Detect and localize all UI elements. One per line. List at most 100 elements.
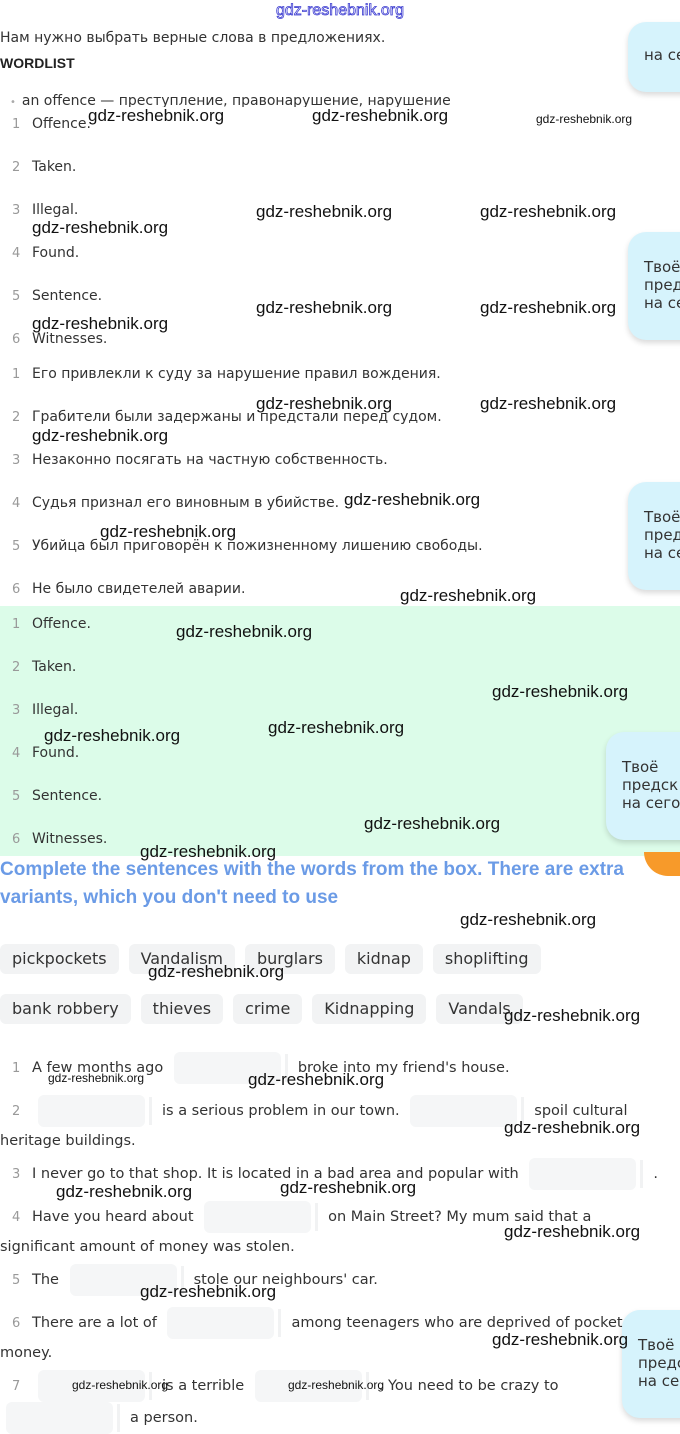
- watermark-text: gdz-reshebnik.org: [400, 586, 537, 605]
- item-text: Illegal.: [32, 202, 79, 218]
- wordlist-title: WORDLIST: [0, 55, 75, 71]
- promo-text: Твоё: [644, 508, 680, 526]
- promo-text: Твоё: [622, 758, 659, 776]
- blank-divider: [278, 1309, 282, 1337]
- promo-text: на сего: [638, 1372, 680, 1390]
- promo-text: на сего: [644, 46, 680, 64]
- watermark-text: gdz-reshebnik.org: [140, 1282, 277, 1301]
- answer-blank-input[interactable]: [410, 1095, 518, 1127]
- item-number: 2: [12, 660, 21, 675]
- item-text: Грабители были задержаны и предстали пер…: [32, 409, 442, 425]
- list-item: 2 Taken.: [0, 656, 76, 678]
- word-chip[interactable]: Vandals: [436, 994, 523, 1024]
- word-chip[interactable]: shoplifting: [432, 944, 541, 974]
- word-chip[interactable]: crime: [233, 994, 303, 1024]
- item-number: 5: [12, 789, 21, 804]
- item-text: Witnesses.: [32, 331, 108, 347]
- promo-text: Твоё: [644, 258, 680, 276]
- site-watermark-link[interactable]: gdz-reshebnik.org: [275, 2, 405, 20]
- item-number: 6: [12, 1316, 21, 1331]
- item-text: Sentence.: [32, 788, 103, 804]
- watermark-text: gdz-reshebnik.org: [44, 726, 181, 745]
- promo-bubble[interactable]: на сего: [628, 22, 680, 92]
- word-chip[interactable]: pickpockets: [0, 944, 119, 974]
- answer-blank-input[interactable]: [38, 1095, 145, 1127]
- exercise-heading: Complete the sentences with the words fr…: [0, 859, 624, 908]
- answer-blank-input[interactable]: [173, 1052, 281, 1084]
- word-chip[interactable]: thieves: [140, 994, 224, 1024]
- answer-blank-input[interactable]: [204, 1201, 312, 1233]
- item-text: Witnesses.: [32, 831, 108, 847]
- item-text: Taken.: [32, 659, 77, 675]
- promo-text: предск: [638, 1354, 680, 1372]
- sentence-text: on Main Street? My mum said that a signi…: [0, 1209, 592, 1255]
- item-number: 4: [12, 496, 21, 511]
- item-number: 5: [12, 289, 21, 304]
- item-text: Offence.: [32, 116, 91, 132]
- list-item: 1 Offence.: [0, 113, 91, 135]
- item-number: 1: [12, 117, 21, 132]
- answer-blank-input[interactable]: [69, 1264, 177, 1296]
- word-chip[interactable]: Kidnapping: [312, 994, 427, 1024]
- item-number: 1: [12, 617, 21, 632]
- item-number: 1: [12, 1061, 21, 1076]
- watermark-text: gdz-reshebnik.org: [256, 202, 393, 221]
- word-chip[interactable]: burglars: [244, 944, 335, 974]
- word-chip[interactable]: Vandalism: [128, 944, 235, 974]
- watermark-text: gdz-reshebnik.org: [32, 314, 169, 333]
- item-number: 7: [12, 1379, 21, 1394]
- blank-divider: [180, 1266, 184, 1294]
- list-item: 1 Offence.: [0, 613, 91, 635]
- item-text: Offence.: [32, 616, 91, 632]
- sentence-text: a person.: [130, 1410, 198, 1426]
- intro-text: Нам нужно выбрать верные слова в предлож…: [0, 30, 386, 46]
- item-number: 6: [12, 582, 21, 597]
- sentence-text: Have you heard about: [32, 1209, 194, 1225]
- word-chip[interactable]: bank robbery: [0, 994, 131, 1024]
- item-number: 4: [12, 246, 21, 261]
- item-number: 2: [12, 1104, 21, 1119]
- blank-divider: [365, 1372, 369, 1400]
- watermark-text: gdz-reshebnik.org: [280, 1178, 417, 1197]
- blank-divider: [315, 1203, 319, 1231]
- sentence-text: A few months ago: [32, 1060, 164, 1076]
- list-item: 5 Sentence.: [0, 285, 102, 307]
- item-text: Sentence.: [32, 288, 103, 304]
- answer-blank-input[interactable]: [167, 1307, 275, 1339]
- item-number: 1: [12, 367, 21, 382]
- promo-text: предск: [622, 776, 679, 794]
- blank-divider: [117, 1404, 120, 1432]
- blank-divider: [149, 1097, 152, 1125]
- answer-blank-input[interactable]: [529, 1158, 637, 1190]
- sentence-text: broke into my friend's house.: [297, 1060, 510, 1076]
- item-number: 3: [12, 703, 21, 718]
- watermark-text: gdz-reshebnik.org: [268, 718, 405, 737]
- exercise-sentence: 1 A few months ago broke into my friend's…: [0, 1052, 670, 1084]
- watermark-text: gdz-reshebnik.org: [480, 202, 617, 221]
- answer-blank-input[interactable]: [6, 1402, 113, 1434]
- word-chip[interactable]: kidnap: [344, 944, 423, 974]
- item-number: 5: [12, 539, 21, 554]
- item-number: 4: [12, 746, 21, 761]
- list-item: 5 Sentence.: [0, 785, 102, 807]
- answer-blank-input[interactable]: [38, 1370, 145, 1402]
- sentence-text: The: [32, 1272, 59, 1288]
- answer-blank-input[interactable]: [254, 1370, 362, 1402]
- sentence-text: among teenagers who are deprived of pock…: [0, 1315, 623, 1361]
- watermark-text: gdz-reshebnik.org: [48, 1071, 145, 1085]
- blank-divider: [521, 1097, 525, 1125]
- mascot-icon: [644, 852, 680, 876]
